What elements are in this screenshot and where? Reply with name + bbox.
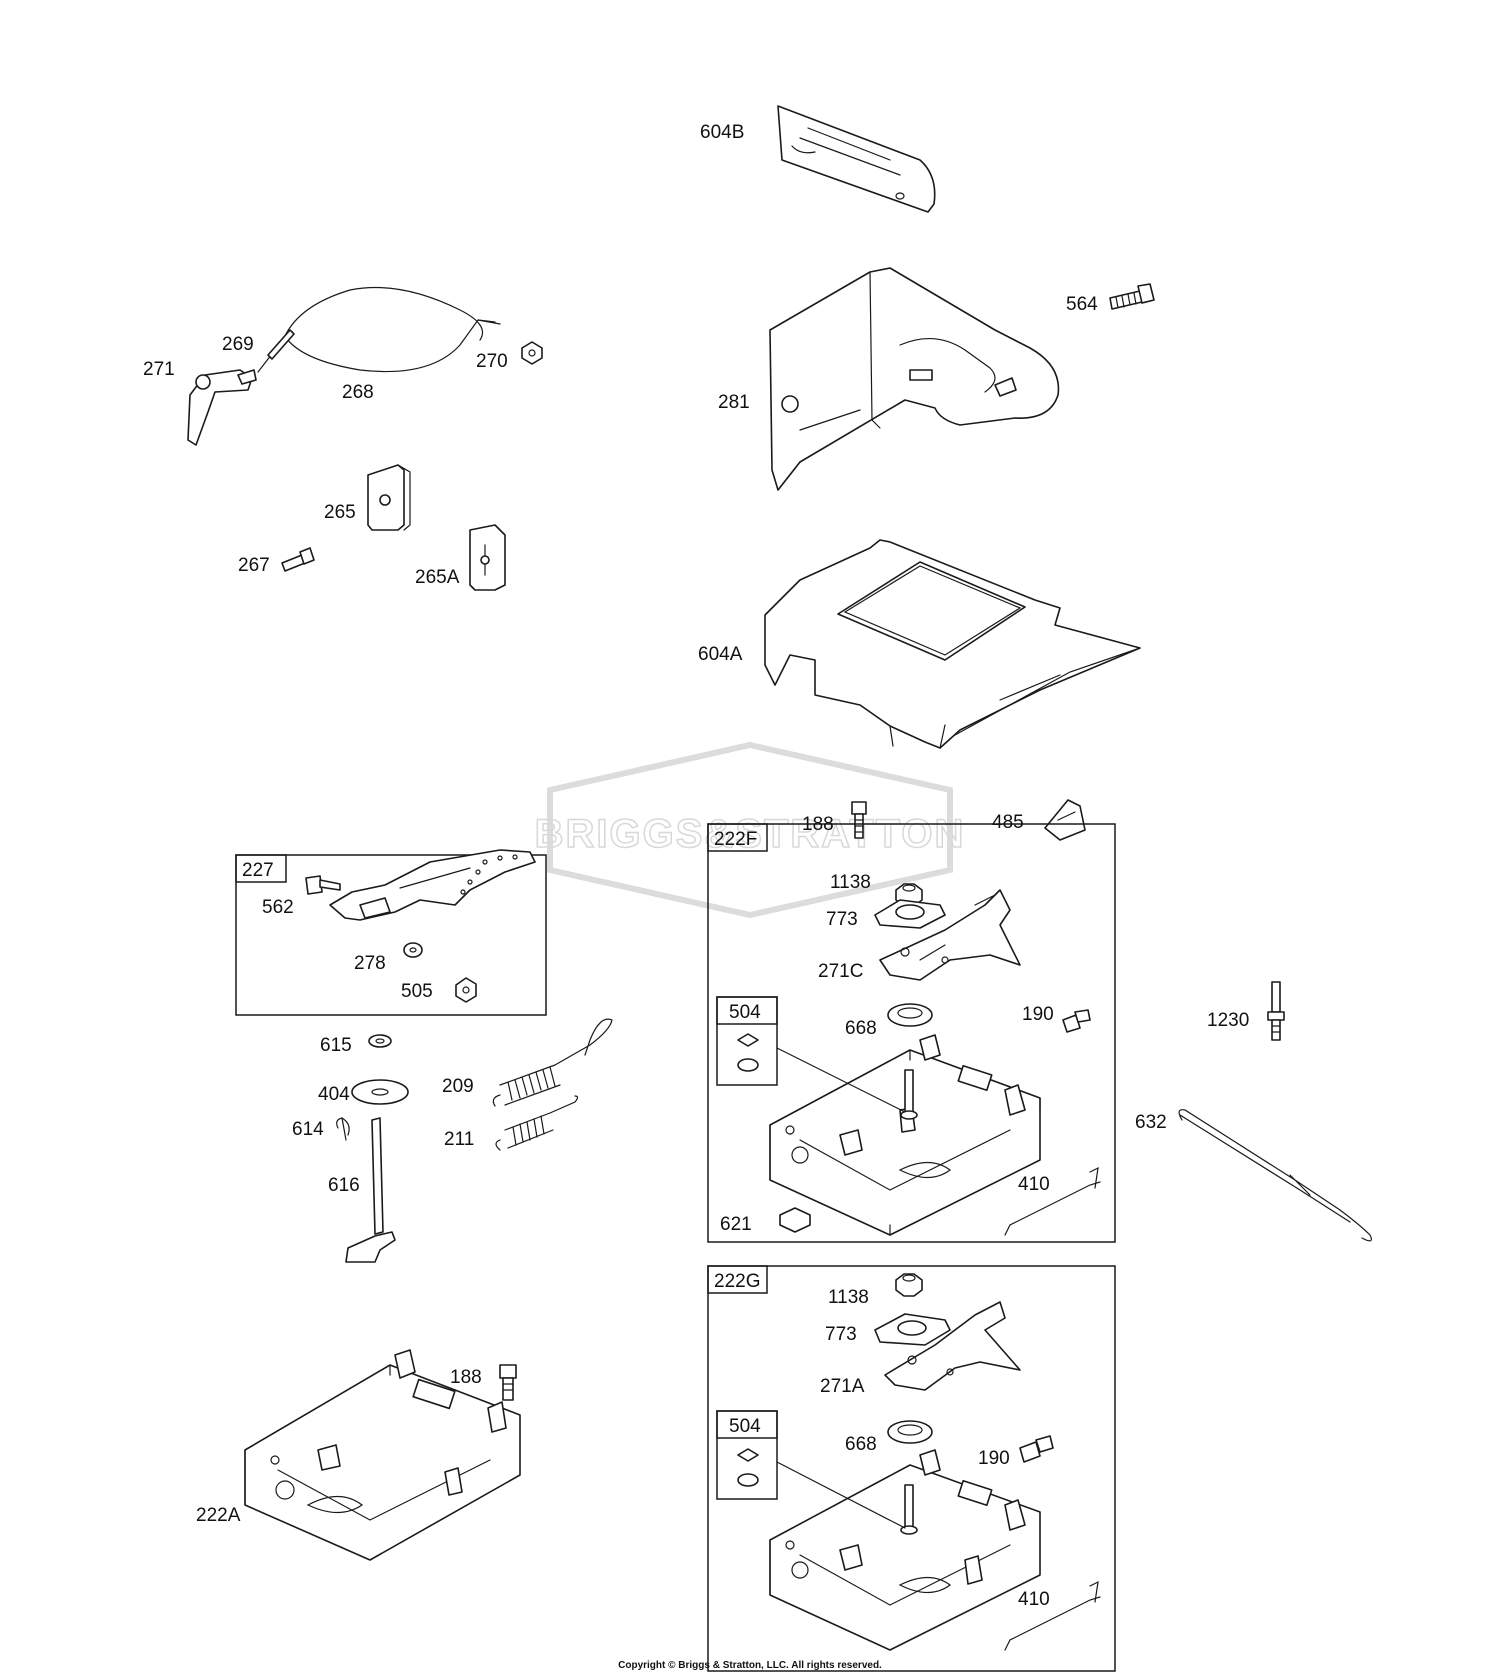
label-268: 268	[342, 382, 374, 403]
label-188-bottom: 188	[450, 1367, 482, 1388]
label-222G-773: 773	[825, 1324, 857, 1345]
part-564[interactable]	[1109, 283, 1155, 310]
label-222G-271A: 271A	[820, 1376, 865, 1397]
label-box-222F: 222F	[714, 829, 757, 850]
label-615: 615	[320, 1035, 352, 1056]
part-222F-190[interactable]	[1062, 1009, 1091, 1033]
box-222F	[707, 823, 1116, 1243]
label-222G-190: 190	[978, 1448, 1010, 1469]
part-188-top[interactable]	[851, 801, 867, 839]
label-505: 505	[401, 981, 433, 1002]
label-222F-1138: 1138	[830, 872, 871, 893]
label-188-top: 188	[802, 814, 834, 835]
label-564: 564	[1066, 294, 1098, 315]
part-278[interactable]	[403, 942, 423, 958]
part-265A[interactable]	[469, 524, 506, 591]
part-222F-773[interactable]	[874, 899, 946, 929]
label-222F-621: 621	[720, 1214, 752, 1235]
part-211[interactable]	[495, 1095, 579, 1151]
label-404: 404	[318, 1084, 350, 1105]
part-268-269-cable[interactable]	[257, 286, 501, 373]
part-222F-base[interactable]	[769, 1034, 1041, 1236]
label-604B: 604B	[700, 122, 744, 143]
part-604A[interactable]	[764, 539, 1141, 749]
part-271[interactable]	[187, 369, 257, 446]
part-209[interactable]	[492, 1018, 613, 1107]
part-267[interactable]	[281, 547, 315, 572]
part-222G-668[interactable]	[887, 1420, 933, 1444]
label-485: 485	[992, 812, 1024, 833]
label-209: 209	[442, 1076, 474, 1097]
part-222G-190[interactable]	[1019, 1435, 1054, 1463]
copyright-notice: Copyright © Briggs & Stratton, LLC. All …	[618, 1660, 882, 1671]
part-222G-773[interactable]	[874, 1313, 951, 1346]
part-614[interactable]	[336, 1117, 350, 1141]
label-1230: 1230	[1207, 1010, 1249, 1031]
part-616[interactable]	[345, 1117, 396, 1263]
label-211: 211	[444, 1129, 474, 1150]
part-270[interactable]	[521, 341, 543, 365]
part-404[interactable]	[351, 1079, 409, 1105]
part-504G-pin[interactable]	[737, 1448, 918, 1535]
label-278: 278	[354, 953, 386, 974]
box-222G	[707, 1265, 1116, 1672]
part-222F-668[interactable]	[887, 1003, 933, 1027]
watermark-logo: BRIGGS&STRATTON	[534, 741, 966, 919]
label-267: 267	[238, 555, 270, 576]
label-222G-1138: 1138	[828, 1287, 869, 1308]
label-616: 616	[328, 1175, 360, 1196]
label-box-504G: 504	[729, 1416, 761, 1437]
part-labels: 604B 564 281 604A 271 269 268 270 265 26…	[143, 122, 1249, 1610]
label-222F-271C: 271C	[818, 961, 863, 982]
part-188-bottom[interactable]	[499, 1364, 517, 1401]
label-604A: 604A	[698, 644, 743, 665]
part-1230[interactable]	[1267, 981, 1285, 1041]
label-222A: 222A	[196, 1505, 241, 1526]
label-222F-773: 773	[826, 909, 858, 930]
part-222G-410[interactable]	[1004, 1580, 1101, 1651]
label-box-504F: 504	[729, 1002, 761, 1023]
part-222G-271A[interactable]	[884, 1301, 1021, 1391]
label-box-227: 227	[242, 860, 274, 881]
label-269: 269	[222, 334, 254, 355]
label-562: 562	[262, 897, 294, 918]
part-632[interactable]	[1178, 1109, 1372, 1242]
part-504F-pin[interactable]	[737, 1033, 918, 1120]
label-222F-190: 190	[1022, 1004, 1054, 1025]
label-632: 632	[1135, 1112, 1167, 1133]
label-271: 271	[143, 359, 175, 380]
part-222A[interactable]	[244, 1349, 521, 1561]
part-222F-621[interactable]	[779, 1207, 811, 1233]
part-222G-1138[interactable]	[895, 1273, 923, 1297]
label-box-222G: 222G	[714, 1271, 760, 1292]
label-281: 281	[718, 392, 750, 413]
label-222G-668: 668	[845, 1434, 877, 1455]
label-614: 614	[292, 1119, 324, 1140]
part-604B[interactable]	[777, 105, 936, 213]
box-227	[235, 854, 547, 1016]
part-222F-271C[interactable]	[879, 889, 1021, 981]
label-265: 265	[324, 502, 356, 523]
label-222F-668: 668	[845, 1018, 877, 1039]
part-485[interactable]	[1044, 799, 1086, 841]
part-505[interactable]	[455, 977, 477, 1003]
part-227-lever[interactable]	[329, 849, 536, 921]
part-281[interactable]	[769, 267, 1060, 491]
label-222F-410: 410	[1018, 1174, 1050, 1195]
part-265[interactable]	[367, 464, 411, 531]
part-562[interactable]	[305, 875, 341, 895]
label-270: 270	[476, 351, 508, 372]
part-222G-base[interactable]	[769, 1449, 1041, 1651]
label-222G-410: 410	[1018, 1589, 1050, 1610]
part-222F-410[interactable]	[1004, 1166, 1101, 1236]
watermark-text: BRIGGS&STRATTON	[535, 812, 966, 856]
part-615[interactable]	[368, 1034, 392, 1048]
label-265A: 265A	[415, 567, 460, 588]
